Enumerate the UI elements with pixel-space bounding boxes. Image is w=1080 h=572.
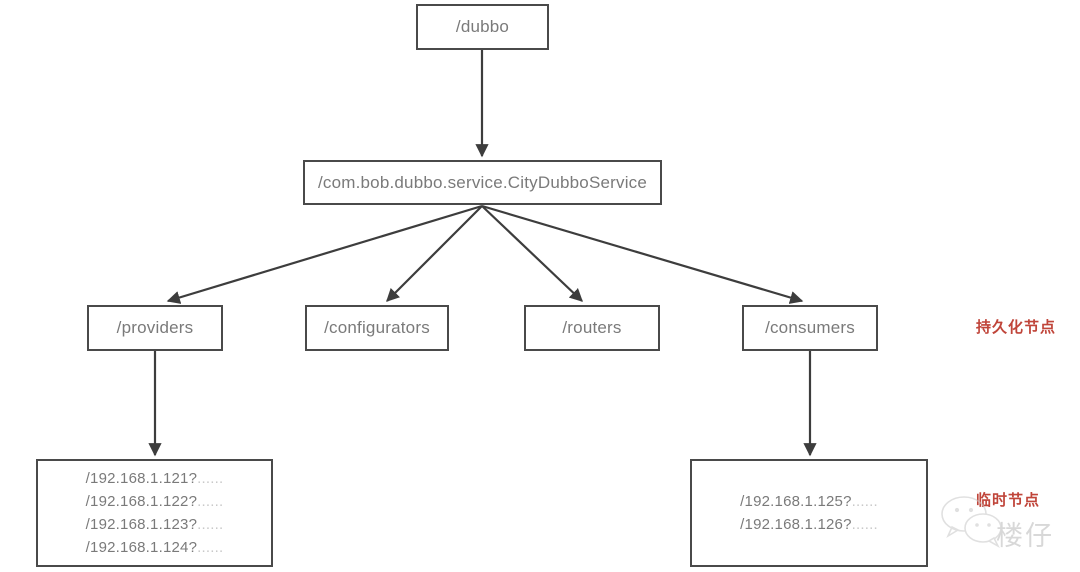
node-service[interactable]: /com.bob.dubbo.service.CityDubboService (303, 160, 662, 205)
provider-addr: /192.168.1.122? (85, 492, 198, 510)
watermark-text: 楼仔 (996, 521, 1054, 551)
node-consumers-label: /consumers (765, 318, 855, 338)
node-routers-label: /routers (562, 318, 622, 338)
provider-instance-list: /192.168.1.121?...... /192.168.1.122?...… (86, 467, 224, 560)
node-consumer-instances[interactable]: /192.168.1.125?...... /192.168.1.126?...… (690, 459, 928, 567)
edge-service-to-configurators (386, 205, 483, 302)
list-item: /192.168.1.122?...... (86, 490, 224, 513)
node-dubbo[interactable]: /dubbo (416, 4, 549, 50)
consumer-addr-ellipsis: ...... (851, 516, 878, 533)
provider-addr: /192.168.1.123? (85, 516, 198, 533)
provider-addr-ellipsis: ...... (197, 492, 224, 510)
edge-service-to-providers (166, 204, 483, 304)
annotation-ephemeral-node: 临时节点 (976, 492, 1041, 509)
edge-service-to-routers (481, 205, 583, 302)
consumer-addr-ellipsis: ...... (851, 492, 878, 510)
list-item: /192.168.1.125?...... (740, 490, 878, 513)
node-configurators-label: /configurators (324, 318, 430, 338)
consumer-addr: /192.168.1.126? (740, 516, 852, 533)
list-item: /192.168.1.126?...... (740, 513, 878, 536)
edge-service-to-consumers (481, 204, 804, 304)
provider-addr-ellipsis: ...... (197, 539, 224, 557)
node-dubbo-label: /dubbo (455, 17, 510, 37)
node-routers[interactable]: /routers (524, 305, 660, 351)
node-service-label: /com.bob.dubbo.service.CityDubboService (317, 172, 648, 192)
node-configurators[interactable]: /configurators (305, 305, 449, 351)
list-item: /192.168.1.123?...... (86, 513, 224, 536)
consumer-addr: /192.168.1.125? (740, 492, 852, 510)
node-consumers[interactable]: /consumers (742, 305, 878, 351)
list-item: /192.168.1.121?...... (86, 467, 224, 490)
node-providers[interactable]: /providers (87, 305, 223, 351)
provider-addr-ellipsis: ...... (197, 516, 224, 533)
provider-addr: /192.168.1.121? (85, 469, 198, 487)
node-providers-label: /providers (116, 318, 194, 338)
provider-addr-ellipsis: ...... (197, 469, 224, 487)
node-provider-instances[interactable]: /192.168.1.121?...... /192.168.1.122?...… (36, 459, 273, 567)
annotation-persistent-node: 持久化节点 (976, 319, 1057, 336)
consumer-instance-list: /192.168.1.125?...... /192.168.1.126?...… (740, 490, 878, 537)
provider-addr: /192.168.1.124? (85, 539, 198, 557)
list-item: /192.168.1.124?...... (86, 536, 224, 559)
